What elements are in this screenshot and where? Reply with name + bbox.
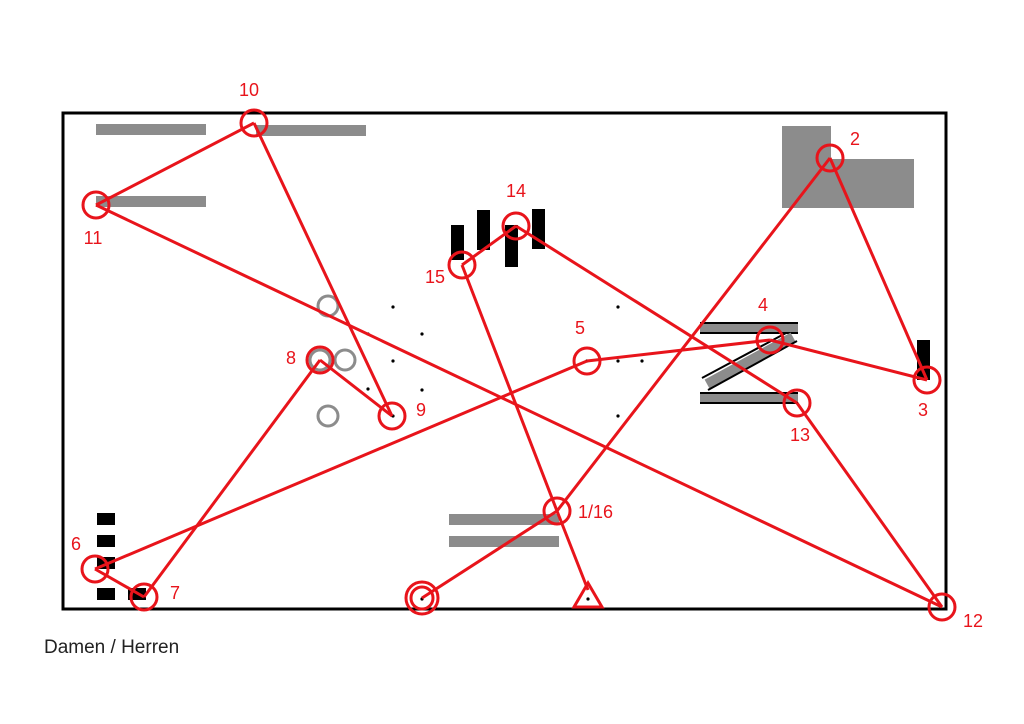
control-circle-11 [81, 190, 111, 220]
mat-stack-lower [831, 159, 914, 208]
route-leg-12-to-13 [795, 402, 944, 608]
route-leg-13-to-14 [515, 224, 798, 405]
control-circle-12 [927, 592, 957, 622]
hoop-2 [333, 348, 357, 372]
control-circle-14 [501, 211, 531, 241]
route-leg-10-to-11 [95, 121, 255, 207]
finish-double-circle [404, 580, 440, 616]
bench-bottom-lower [449, 536, 559, 547]
control-circle-5 [572, 346, 602, 376]
control-circle-8 [305, 345, 335, 375]
bench-top-middle [256, 125, 366, 136]
route-leg-4-to-5 [586, 338, 771, 363]
block-left-1 [97, 513, 115, 525]
control-label-12: 12 [963, 611, 983, 631]
bench-bottom-upper [449, 514, 559, 525]
block-left-4 [97, 588, 115, 600]
bench-top-left [96, 124, 206, 135]
control-label-7: 7 [170, 583, 180, 603]
route-leg-7-to-8 [142, 359, 322, 598]
route-leg-8-to-9 [319, 358, 393, 418]
post-2 [477, 210, 490, 250]
control-circle-9 [377, 401, 407, 431]
control-circle-13 [782, 388, 812, 418]
control-label-9: 9 [416, 400, 426, 420]
control-label-2: 2 [850, 129, 860, 149]
obstacles [96, 124, 914, 547]
control-circle-15 [447, 250, 477, 280]
control-circle-3 [912, 365, 942, 395]
control-label-10: 10 [239, 80, 259, 100]
control-circle-7 [129, 582, 159, 612]
route-leg-3-to-4 [769, 338, 928, 382]
control-label-13: 13 [790, 425, 810, 445]
control-circle-4 [755, 325, 785, 355]
control-label-5: 5 [575, 318, 585, 338]
field-border [61, 111, 948, 611]
course-caption: Damen / Herren [44, 637, 180, 658]
control-label-4: 4 [758, 295, 768, 315]
route-controls: 1/16 2 3 4 5 6 7 8 9 10 11 12 13 14 15 [71, 80, 983, 631]
route-leg-finish [421, 509, 558, 600]
route-leg-5-to-6 [94, 359, 588, 571]
control-circle-6 [80, 554, 110, 584]
route-leg-14-to-15 [461, 224, 517, 267]
hoops [308, 294, 357, 428]
start-triangle [571, 580, 605, 609]
control-circle-10 [239, 108, 269, 138]
route-legs [94, 121, 944, 609]
route-leg-11-to-12 [95, 203, 943, 609]
route-leg-2-to-3 [828, 157, 929, 381]
route-leg-9-to-10 [252, 122, 394, 417]
control-circle-2 [815, 143, 845, 173]
hoop-3 [316, 404, 340, 428]
hoop-4 [308, 348, 332, 372]
bench-left [96, 196, 206, 207]
control-label-14: 14 [506, 181, 526, 201]
control-label-15: 15 [425, 267, 445, 287]
route-leg-15-to-1-16 [460, 264, 559, 512]
control-circle-1-16 [542, 496, 572, 526]
control-label-6: 6 [71, 534, 81, 554]
control-label-1-16: 1/16 [578, 502, 613, 522]
route-leg-6-to-7 [94, 567, 145, 599]
control-label-3: 3 [918, 400, 928, 420]
control-label-8: 8 [286, 348, 296, 368]
control-label-11: 11 [84, 228, 103, 248]
route-leg-1-16-to-2 [555, 157, 832, 512]
block-left-2 [97, 535, 115, 547]
